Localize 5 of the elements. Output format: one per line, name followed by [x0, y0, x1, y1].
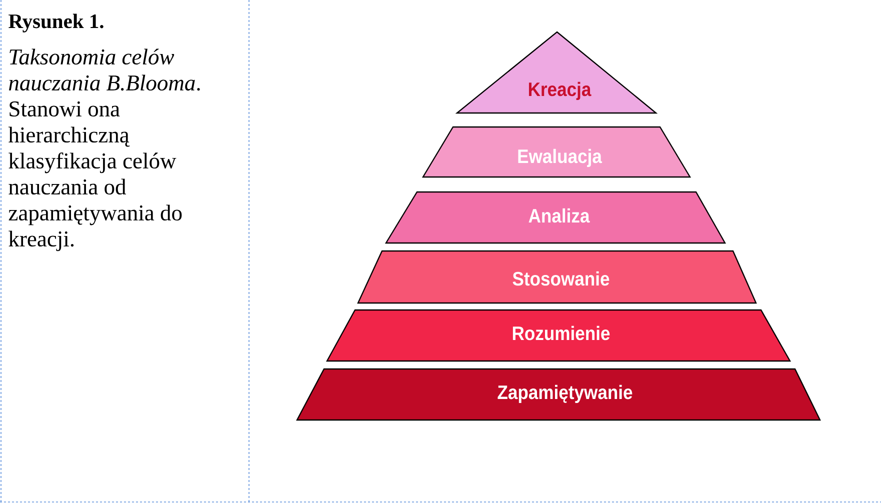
pyramid-tier: Rozumienie	[326, 309, 792, 362]
caption-text: Taksonomia celów nauczania B.Blooma. Stanowi ona hierarchiczną klasyfikacja celów nauczania od zapamiętywania do kreacji.	[8, 48, 200, 252]
pyramid-tier: Zapamiętywanie	[296, 368, 821, 421]
pyramid-tier: Stosowanie	[357, 250, 757, 304]
figure-title: Rysunek 1.	[8, 14, 104, 32]
